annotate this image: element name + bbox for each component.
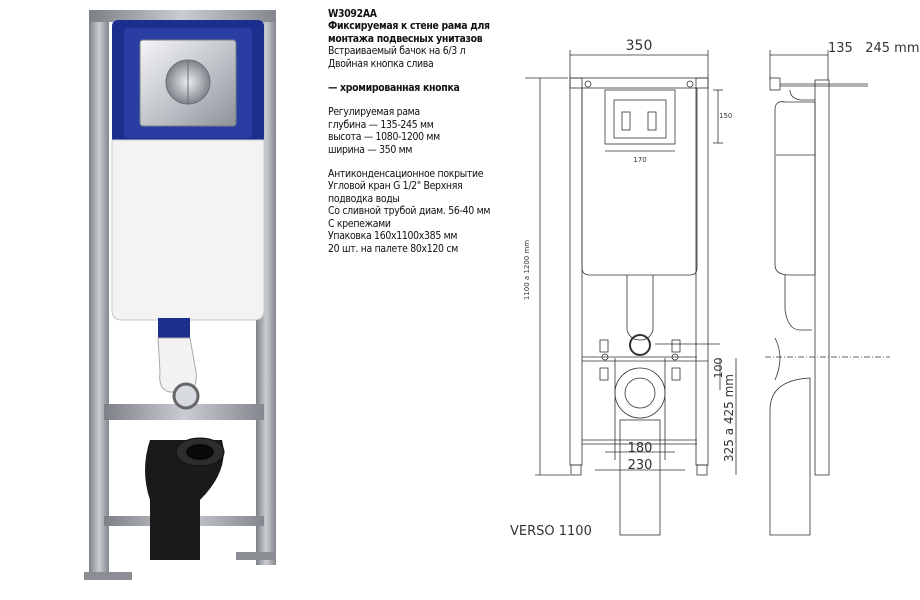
button-text: Двойная кнопка слива <box>328 57 434 70</box>
depth-text: глубина — 135-245 мм <box>328 118 434 131</box>
model-code: W3092AA <box>328 8 377 20</box>
outlet-height-dim: 325 a 425 mm <box>722 374 736 462</box>
foot-spacing-dim: 230 <box>628 458 653 473</box>
height-dim: 1100 a 1200 mm <box>523 240 531 300</box>
feature-4: Со сливной трубой диам. 56-40 мм <box>328 205 491 218</box>
drain-outlet <box>614 367 666 419</box>
front-view: 350 1100 a 1200 mm 150 170 180 <box>510 38 737 539</box>
cistern-tank <box>111 139 265 321</box>
panel-width-dim: 170 <box>633 156 646 164</box>
drain-elbow <box>145 440 224 560</box>
feature-6: Упаковка 160x1100x385 мм <box>328 230 458 243</box>
feature-5: С крепежами <box>328 217 391 230</box>
title-line-1: Фиксируемая к стене рама для <box>328 20 490 33</box>
bolt-spacing-dim: 180 <box>628 441 653 456</box>
frame-heading: Регулируемая рама <box>328 106 420 119</box>
width-text: ширина — 350 мм <box>328 143 413 156</box>
feature-7: 20 шт. на палете 80x120 см <box>328 242 458 255</box>
product-photo <box>84 10 276 580</box>
side-view: 135 245 mm <box>765 41 919 536</box>
feature-2: Угловой кран G 1/2" Верхняя <box>328 180 463 193</box>
feature-1: Антиконденсационное покрытие <box>328 168 484 181</box>
title-line-2: монтажа подвесных унитазов <box>328 32 483 45</box>
model-label: VERSO 1100 <box>510 524 592 539</box>
depth-dim: 135 245 mm <box>828 41 919 56</box>
width-dim: 350 <box>626 38 653 54</box>
height-text: высота — 1080-1200 мм <box>328 131 440 144</box>
panel-height-dim: 150 <box>719 112 732 120</box>
product-spec: W3092AA Фиксируемая к стене рама для мон… <box>328 8 523 255</box>
feature-3: подводка воды <box>328 192 400 205</box>
cistern-text: Встраиваемый бачок на 6/3 л <box>328 45 466 58</box>
outlet-dim: 100 <box>712 358 725 379</box>
chrome-button-text: — хромированная кнопка <box>328 82 460 95</box>
